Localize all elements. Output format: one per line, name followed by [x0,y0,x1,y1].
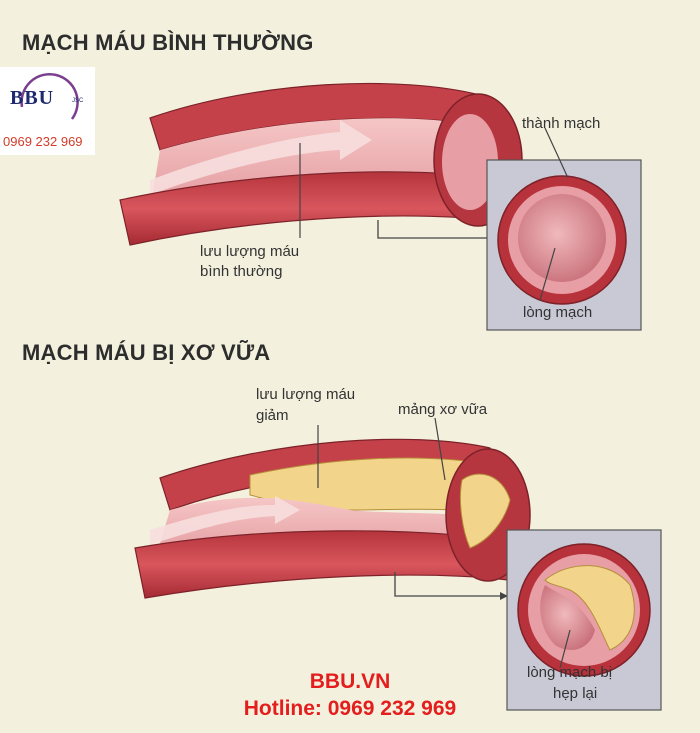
label-ather-flow-2: giảm [256,407,289,424]
label-normal-lumen: lòng mạch [523,304,593,321]
logo-text: BBU [10,87,55,109]
label-normal-flow-1: lưu lượng máu [200,243,300,260]
brand-logo: BBU JSC 0969 232 969 [0,67,95,155]
atherosclerosis-vessel [134,438,531,600]
logo-ring-icon [20,73,79,120]
label-ather-lumen-2: hẹp lại [553,685,598,702]
normal-title: MẠCH MÁU BÌNH THƯỜNG [22,30,314,55]
label-normal-flow-2: bình thường [200,263,283,280]
normal-vessel [119,82,523,246]
footer-hotline: Hotline: 0969 232 969 [243,697,457,720]
atherosclerosis-title: MẠCH MÁU BỊ XƠ VỮA [22,340,271,365]
label-ather-flow-1: lưu lượng máu [256,386,356,403]
label-ather-lumen-1: lòng mạch bị [527,664,613,681]
label-plaque: mảng xơ vữa [398,401,488,418]
label-wall: thành mạch [522,115,601,132]
logo-small: JSC [72,98,84,104]
logo-phone: 0969 232 969 [3,134,83,149]
footer-site: BBU.VN [309,670,391,693]
